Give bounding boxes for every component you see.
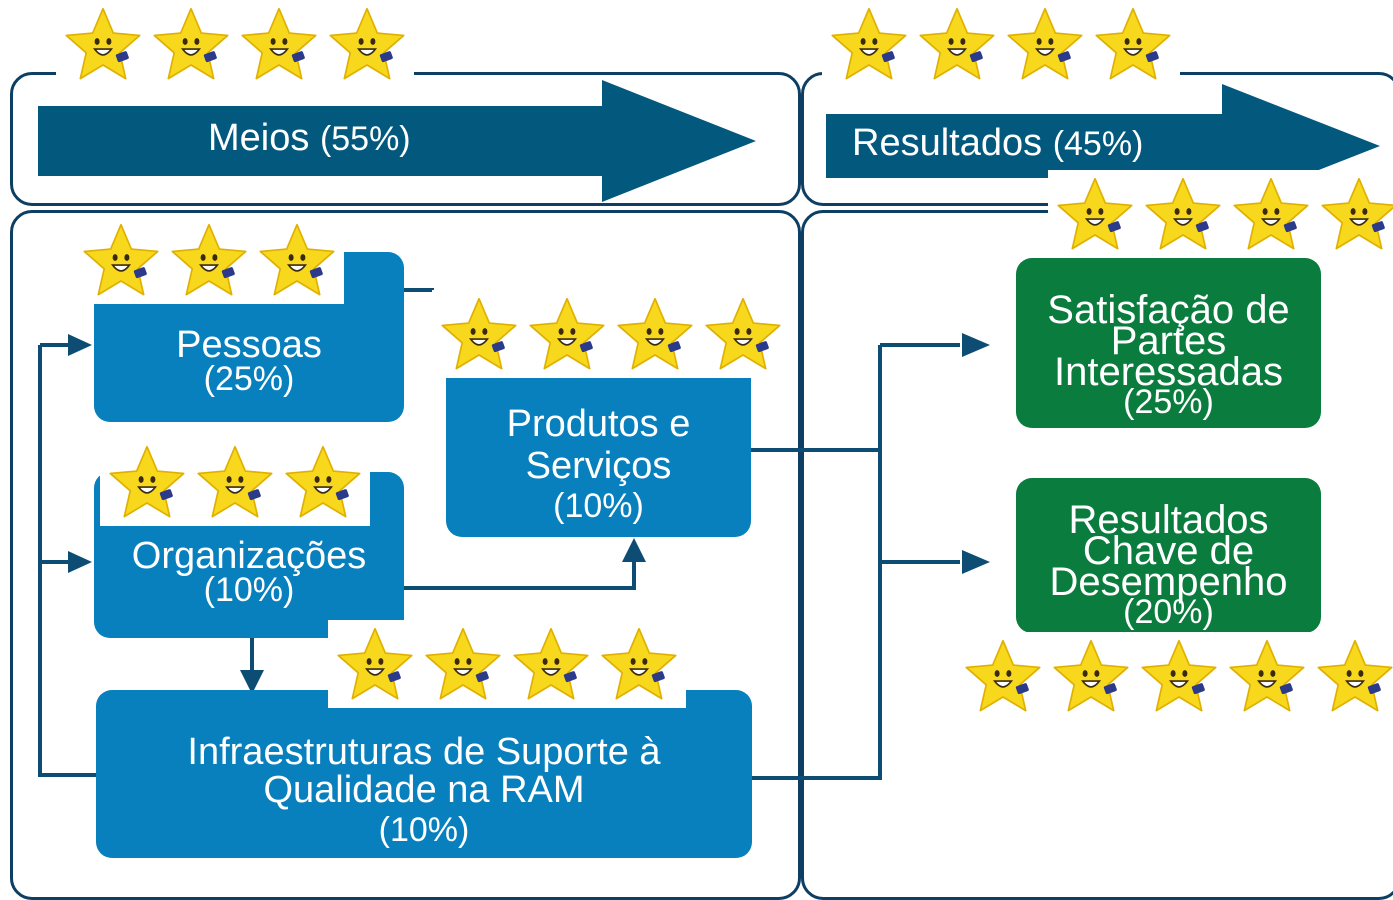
smiling-star-icon: [1007, 7, 1083, 80]
resultados-label: Resultados (45%): [852, 122, 1143, 165]
smiling-star-icon: [241, 7, 317, 80]
stars-produtos: [432, 290, 790, 378]
smiling-star-icon: [617, 297, 693, 370]
infraestruturas-percentage: (10%): [378, 811, 470, 849]
arrowhead-organizacoes: [68, 551, 92, 573]
smiling-star-icon: [513, 627, 589, 700]
meios-percentage: (55%): [319, 120, 411, 158]
smiling-star-icon: [919, 7, 995, 80]
smiling-star-icon: [83, 223, 159, 296]
organizacoes-title: Organizações: [131, 535, 367, 577]
resultados-chave-percentage: (20%): [1123, 593, 1214, 631]
stars-pessoas: [74, 216, 344, 304]
satisfacao-box: Satisfação de Partes Interessadas (25%): [1016, 258, 1321, 428]
smiling-star-icon: [329, 7, 405, 80]
produtos-title-line2: Serviços: [525, 444, 672, 487]
smiling-star-icon: [1053, 639, 1129, 712]
satisfacao-title-line1: Satisfação de: [1047, 287, 1290, 332]
smiling-star-icon: [109, 445, 185, 518]
smiling-star-icon: [425, 627, 501, 700]
smiling-star-icon: [705, 297, 781, 370]
infraestruturas-box: Infraestruturas de Suporte à Qualidade n…: [96, 690, 752, 858]
meios-label-text: Meios: [208, 117, 310, 159]
arrowhead-produtos: [622, 538, 646, 562]
satisfacao-percentage: (25%): [1123, 382, 1214, 421]
smiling-star-icon: [1321, 177, 1393, 250]
stars-infraestruturas: [328, 620, 686, 708]
smiling-star-icon: [171, 223, 247, 296]
produtos-title-line1: Produtos e: [506, 402, 691, 445]
smiling-star-icon: [1229, 639, 1305, 712]
arrowhead-infraestruturas: [240, 670, 264, 694]
smiling-star-icon: [1145, 177, 1221, 250]
smiling-star-icon: [1233, 177, 1309, 250]
smiling-star-icon: [601, 627, 677, 700]
satisfacao-title-line2: Partes: [1110, 318, 1227, 363]
resultados-chave-title-line1: Resultados: [1068, 498, 1269, 542]
smiling-star-icon: [65, 7, 141, 80]
smiling-star-icon: [831, 7, 907, 80]
resultados-chave-box: Resultados Chave de Desempenho (20%): [1016, 478, 1321, 633]
produtos-percentage: (10%): [553, 486, 644, 525]
resultados-percentage: (45%): [1052, 125, 1144, 163]
smiling-star-icon: [197, 445, 273, 518]
smiling-star-icon: [285, 445, 361, 518]
stars-organizacoes: [100, 438, 370, 526]
stars-meios: [56, 0, 414, 88]
smiling-star-icon: [441, 297, 517, 370]
stars-satisfacao: [1048, 170, 1393, 258]
smiling-star-icon: [259, 223, 335, 296]
satisfacao-title-line3: Interessadas: [1053, 349, 1284, 394]
stars-resultados-chave: [956, 632, 1393, 720]
arrowhead-pessoas: [68, 334, 92, 356]
meios-label: Meios (55%): [208, 117, 411, 160]
resultados-label-text: Resultados: [852, 122, 1043, 164]
resultados-chave-title-line3: Desempenho: [1049, 560, 1288, 604]
pessoas-percentage: (25%): [203, 360, 295, 398]
smiling-star-icon: [965, 639, 1041, 712]
meios-arrow: [38, 80, 756, 202]
organizacoes-percentage: (10%): [203, 571, 295, 609]
infraestruturas-title-line1: Infraestruturas de Suporte à: [187, 731, 661, 773]
resultados-chave-title-line2: Chave de: [1082, 529, 1255, 573]
smiling-star-icon: [1095, 7, 1171, 80]
arrowhead-resultados-chave: [962, 550, 990, 574]
stars-resultados: [822, 0, 1180, 88]
pessoas-title: Pessoas: [176, 324, 322, 366]
infraestruturas-title-line2: Qualidade na RAM: [263, 769, 585, 811]
smiling-star-icon: [1317, 639, 1393, 712]
organizacoes-produtos-connector: [404, 562, 636, 590]
smiling-star-icon: [337, 627, 413, 700]
smiling-star-icon: [529, 297, 605, 370]
smiling-star-icon: [1141, 639, 1217, 712]
smiling-star-icon: [1057, 177, 1133, 250]
infra-results-connector: [752, 345, 882, 780]
smiling-star-icon: [153, 7, 229, 80]
arrowhead-satisfacao: [962, 333, 990, 357]
feedback-connector: [38, 345, 98, 777]
